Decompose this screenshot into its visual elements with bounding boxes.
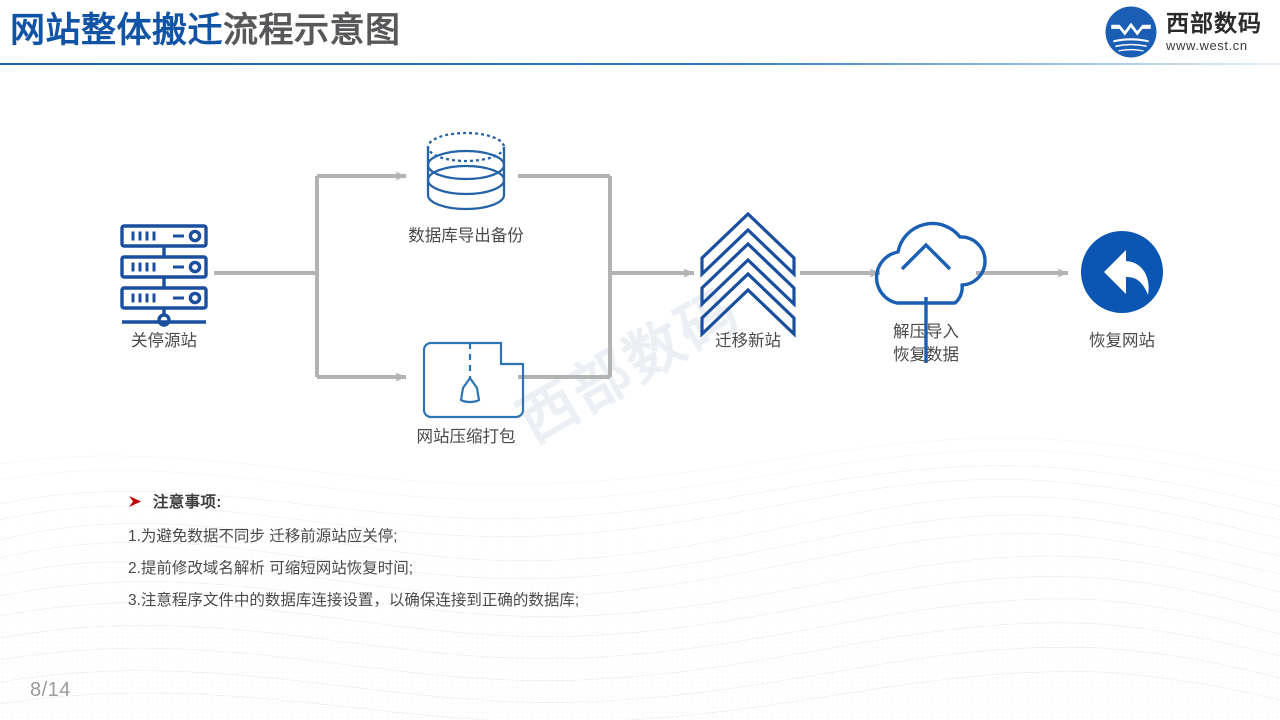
node-label-restore-data: 解压导入 恢复数据 — [866, 321, 986, 367]
slide-header: 网站整体搬迁流程示意图 — [0, 0, 1280, 66]
page-title-highlight: 网站整体搬迁 — [10, 11, 224, 50]
note-item-1: 1.为避免数据不同步 迁移前源站应关停; — [128, 528, 398, 545]
migration-flow-diagram: 西部数码 — [0, 66, 1280, 476]
brand-name: 西部数码 — [1166, 10, 1262, 36]
node-label-migrate-new-site: 迁移新站 — [715, 332, 781, 350]
diagram-graphics — [120, 131, 1163, 419]
chevrons-up-icon — [700, 211, 796, 338]
node-label-restore-data-line1: 解压导入 — [893, 323, 959, 341]
database-icon — [426, 131, 506, 211]
node-label-restore-site: 恢复网站 — [1089, 332, 1155, 350]
brand-logo: 西部数码 www.west.cn — [1105, 6, 1262, 58]
title-divider — [0, 63, 1280, 65]
notes-title: 注意事项: — [153, 494, 222, 511]
west-logo-icon — [1105, 6, 1157, 58]
node-label-database-backup: 数据库导出备份 — [408, 227, 524, 245]
notes-header: 注意事项: — [128, 490, 1028, 512]
note-item-3: 3.注意程序文件中的数据库连接设置，以确保连接到正确的数据库; — [128, 592, 580, 609]
page-title: 网站整体搬迁流程示意图 — [10, 8, 401, 54]
cloud-upload-icon — [874, 221, 987, 363]
brand-url: www.west.cn — [1166, 38, 1248, 53]
flow-connectors — [214, 171, 1069, 382]
brand-logo-text: 西部数码 www.west.cn — [1166, 10, 1262, 53]
zip-folder-icon — [422, 341, 525, 419]
node-label-restore-data-line2: 恢复数据 — [893, 346, 959, 364]
page-title-rest: 流程示意图 — [223, 11, 401, 50]
server-stack-icon — [120, 224, 208, 327]
page-number: 8/14 — [30, 679, 71, 701]
arrow-bullet-icon — [129, 495, 141, 507]
note-item-2: 2.提前修改域名解析 可缩短网站恢复时间; — [128, 560, 414, 577]
notes-block: 注意事项: 1.为避免数据不同步 迁移前源站应关停; 2.提前修改域名解析 可缩… — [128, 490, 1028, 617]
node-label-source-site: 关停源站 — [131, 332, 197, 350]
node-label-website-package: 网站压缩打包 — [416, 428, 516, 446]
undo-circle-icon — [1081, 231, 1163, 313]
